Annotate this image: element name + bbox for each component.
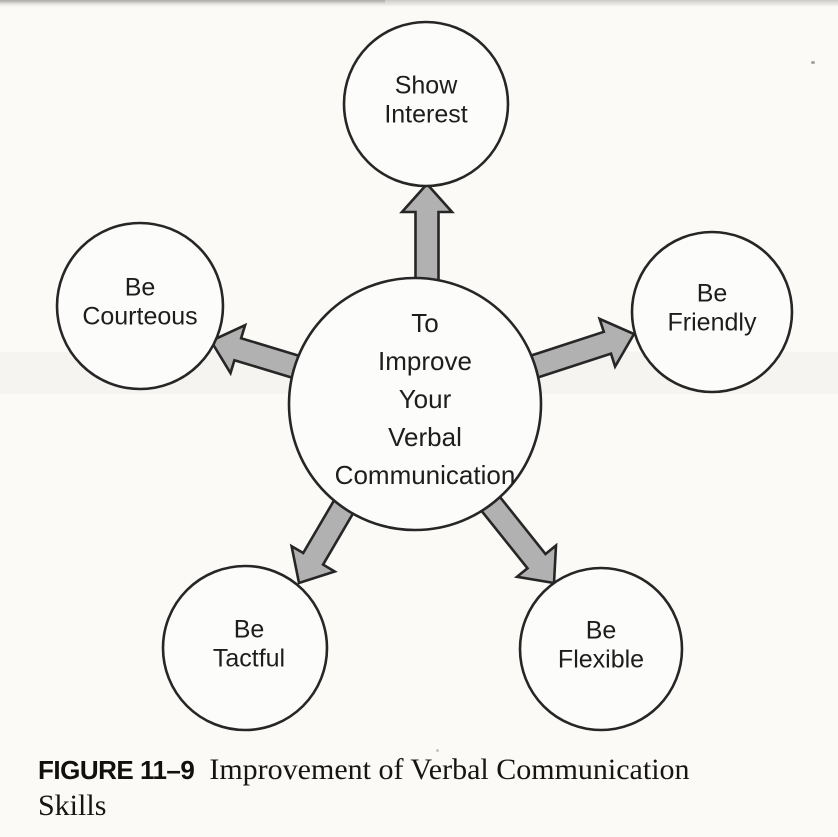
figure-caption-title: Improvement of Verbal Communication Skil…	[38, 753, 690, 822]
scan-speck	[811, 61, 815, 64]
scan-speck	[436, 749, 439, 752]
figure-caption: FIGURE 11–9 Improvement of Verbal Commun…	[38, 752, 738, 823]
scan-edge-artifact-dark	[0, 0, 386, 4]
arrow-to-be-friendly	[527, 316, 636, 380]
arrow-to-be-tactful	[289, 493, 359, 585]
node-center-goal-circle	[287, 276, 543, 532]
node-be-tactful-circle	[161, 564, 329, 732]
node-be-friendly-circle	[630, 230, 794, 394]
arrow-to-show-interest	[399, 182, 455, 286]
node-be-courteous-circle	[55, 221, 225, 391]
node-show-interest-circle	[342, 20, 510, 188]
arrow-to-be-courteous	[209, 322, 308, 382]
node-be-flexible-circle	[518, 566, 684, 732]
scan-edge-artifact	[0, 0, 838, 7]
arrow-to-be-flexible	[475, 488, 558, 585]
figure-caption-label: FIGURE 11–9	[38, 755, 195, 785]
